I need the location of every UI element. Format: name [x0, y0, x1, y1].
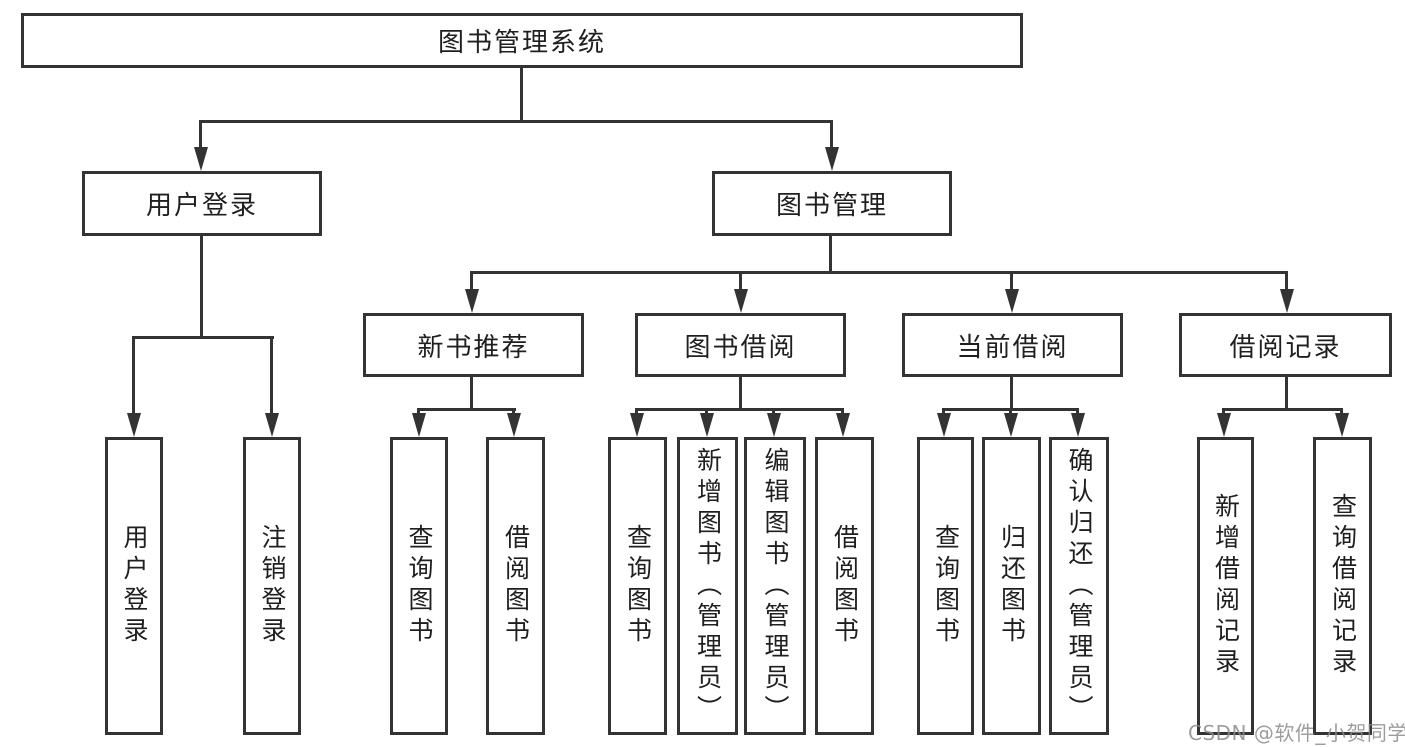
connector-bar-borrow-records-children — [1222, 408, 1343, 411]
node-book-borrowing: 图书借阅 — [635, 313, 846, 377]
arrow-stem-return-book — [1009, 408, 1012, 413]
node-new-book-recommend-label: 新书推荐 — [417, 332, 530, 363]
connector-stub-book-management — [829, 236, 832, 274]
node-leaf-confirm-return-admin-label: 确认归还（管理员） — [1065, 446, 1094, 726]
arrow-down-icon — [700, 413, 714, 437]
node-leaf-add-book-admin: 新增图书（管理员） — [677, 437, 738, 735]
arrow-stem-add-book — [705, 408, 708, 413]
arrow-stem-book-management — [830, 120, 833, 147]
arrow-down-icon — [734, 289, 748, 313]
arrow-stem-leaf-user-login — [132, 336, 135, 413]
node-leaf-query-book-2: 查询图书 — [608, 437, 667, 735]
node-user-login: 用户登录 — [82, 171, 322, 236]
arrow-stem-query-book-2 — [635, 408, 638, 413]
arrow-stem-edit-book — [772, 408, 775, 413]
node-new-book-recommend: 新书推荐 — [363, 313, 584, 377]
node-leaf-user-login-label: 用户登录 — [120, 524, 149, 648]
connector-stub-new-book — [470, 377, 473, 411]
node-leaf-borrow-book-2: 借阅图书 — [815, 437, 874, 735]
node-borrow-records: 借阅记录 — [1179, 313, 1392, 377]
arrow-stem-user-login — [199, 120, 202, 147]
arrow-stem-book-borrowing — [739, 271, 742, 289]
node-leaf-borrow-book-1: 借阅图书 — [486, 437, 545, 735]
node-borrow-records-label: 借阅记录 — [1229, 332, 1342, 363]
node-leaf-logout: 注销登录 — [243, 437, 301, 735]
node-leaf-query-book-3-label: 查询图书 — [931, 524, 961, 648]
arrow-stem-query-borrow-record — [1340, 408, 1343, 413]
arrow-down-icon — [1280, 289, 1294, 313]
arrow-down-icon — [1071, 413, 1085, 437]
arrow-stem-confirm-return — [1076, 408, 1079, 413]
node-leaf-borrow-book-2-label: 借阅图书 — [830, 524, 860, 648]
arrow-stem-borrow-records — [1285, 271, 1288, 289]
connector-stub-root — [520, 68, 523, 123]
arrow-down-icon — [412, 413, 426, 437]
arrow-down-icon — [767, 413, 781, 437]
arrow-down-icon — [1335, 413, 1349, 437]
arrow-stem-borrow-book-1 — [512, 408, 515, 413]
arrow-down-icon — [1217, 413, 1231, 437]
node-leaf-borrow-book-1-label: 借阅图书 — [501, 524, 531, 648]
node-book-management-label: 图书管理 — [775, 191, 888, 221]
node-book-borrowing-label: 图书借阅 — [684, 332, 797, 363]
node-root-label: 图书管理系统 — [437, 28, 606, 58]
watermark: CSDN @软件_小贺同学 — [1188, 721, 1405, 745]
arrow-stem-query-book-3 — [942, 408, 945, 413]
arrow-stem-query-book-1 — [417, 408, 420, 413]
connector-stub-user-login — [200, 236, 203, 339]
node-current-borrowing-label: 当前借阅 — [956, 332, 1069, 363]
connector-stub-borrow-records — [1285, 377, 1288, 411]
arrow-stem-borrow-book-2 — [841, 408, 844, 413]
arrow-stem-new-book — [470, 271, 473, 289]
connector-bar-new-book-children — [417, 408, 516, 411]
node-leaf-return-book-label: 归还图书 — [997, 524, 1027, 648]
node-leaf-add-book-admin-label: 新增图书（管理员） — [693, 446, 723, 726]
arrow-stem-leaf-logout — [270, 336, 273, 413]
node-leaf-user-login: 用户登录 — [105, 437, 163, 735]
arrow-down-icon — [507, 413, 521, 437]
arrow-down-icon — [465, 289, 479, 313]
node-leaf-query-borrow-record-label: 查询借阅记录 — [1328, 493, 1358, 679]
node-leaf-query-borrow-record: 查询借阅记录 — [1313, 437, 1372, 735]
node-book-management: 图书管理 — [712, 171, 952, 236]
node-current-borrowing: 当前借阅 — [902, 313, 1123, 377]
connector-bar-user-login-children — [133, 336, 274, 339]
arrow-down-icon — [630, 413, 644, 437]
arrow-stem-current-borrowing — [1010, 271, 1013, 289]
arrow-down-icon — [836, 413, 850, 437]
arrow-down-icon — [937, 413, 951, 437]
node-leaf-edit-book-admin: 编辑图书（管理员） — [744, 437, 806, 735]
arrow-down-icon — [265, 413, 279, 437]
arrow-down-icon — [825, 147, 839, 171]
node-leaf-add-borrow-record-label: 新增借阅记录 — [1211, 493, 1241, 679]
arrow-down-icon — [127, 413, 141, 437]
node-leaf-logout-label: 注销登录 — [258, 524, 287, 648]
node-leaf-query-book-1-label: 查询图书 — [405, 524, 434, 648]
node-leaf-edit-book-admin-label: 编辑图书（管理员） — [761, 446, 790, 726]
arrow-stem-add-borrow-record — [1222, 408, 1225, 413]
connector-stub-current-borrowing — [1010, 377, 1013, 411]
node-leaf-query-book-1: 查询图书 — [390, 437, 448, 735]
arrow-down-icon — [1005, 289, 1019, 313]
node-root: 图书管理系统 — [21, 13, 1023, 68]
node-leaf-add-borrow-record: 新增借阅记录 — [1197, 437, 1254, 735]
node-leaf-confirm-return-admin: 确认归还（管理员） — [1049, 437, 1109, 735]
connector-stub-book-borrowing — [739, 377, 742, 411]
connector-bar-level2 — [200, 120, 833, 123]
connector-bar-book-management-children — [470, 271, 1288, 274]
arrow-down-icon — [194, 147, 208, 171]
node-leaf-return-book: 归还图书 — [982, 437, 1041, 735]
node-leaf-query-book-2-label: 查询图书 — [623, 524, 653, 648]
node-leaf-query-book-3: 查询图书 — [917, 437, 974, 735]
node-user-login-label: 用户登录 — [145, 191, 258, 221]
connector-bar-book-borrowing-children — [635, 408, 844, 411]
arrow-down-icon — [1004, 413, 1018, 437]
